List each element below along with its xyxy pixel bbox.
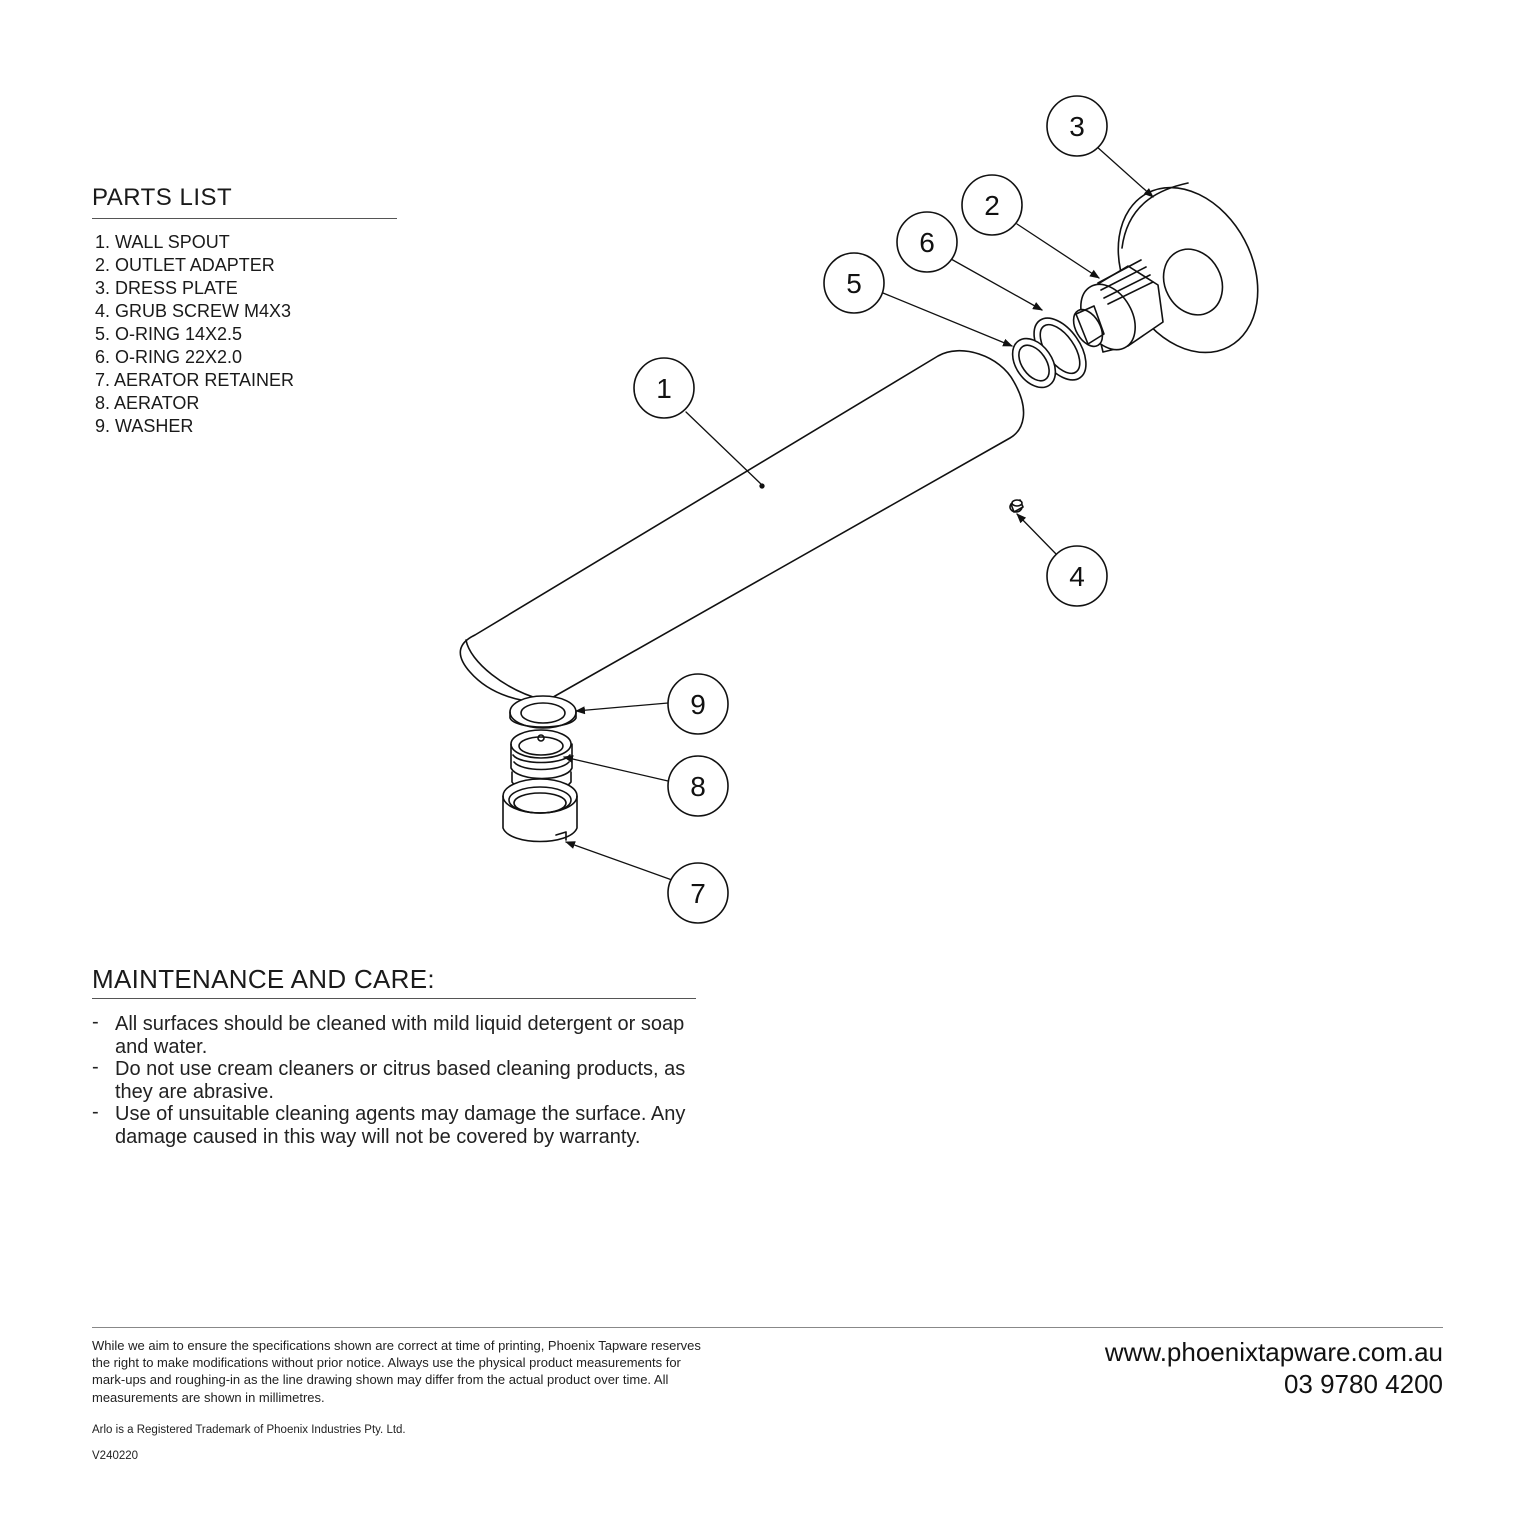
maintenance-divider — [92, 998, 696, 999]
maintenance-item-text: Use of unsuitable cleaning agents may da… — [115, 1103, 686, 1148]
maintenance-item-text: Do not use cream cleaners or citrus base… — [115, 1058, 686, 1103]
website-link[interactable]: www.phoenixtapware.com.au — [1104, 1337, 1443, 1367]
parts-list-item: 1. WALL SPOUT — [95, 232, 230, 252]
callout-number: 6 — [919, 227, 935, 258]
callout-balloon-7: 7 — [667, 862, 729, 924]
parts-list-divider — [92, 218, 397, 219]
maintenance-title: MAINTENANCE AND CARE: — [92, 964, 435, 994]
washer-part — [509, 695, 577, 729]
callout-balloon-9: 9 — [667, 673, 729, 735]
callout-balloon-5: 5 — [823, 252, 885, 314]
parts-list-item: 6. O-RING 22X2.0 — [95, 347, 243, 367]
trademark-notice: Arlo is a Registered Trademark of Phoeni… — [92, 1424, 406, 1436]
bullet-dash: - — [92, 1101, 99, 1123]
contact-block: www.phoenixtapware.com.au 03 9780 4200 — [1105, 1336, 1443, 1400]
callout-number: 3 — [1069, 111, 1085, 142]
parts-list-item: 5. O-RING 14X2.5 — [95, 324, 243, 344]
callout-number: 9 — [690, 689, 706, 720]
callout-number: 1 — [656, 373, 672, 404]
wall-spout-part — [459, 349, 1025, 703]
footer-divider — [92, 1327, 1443, 1328]
parts-list-item: 7. AERATOR RETAINER — [95, 370, 295, 390]
maintenance-item: - All surfaces should be cleaned with mi… — [92, 1011, 702, 1058]
callout-balloon-8: 8 — [667, 755, 729, 817]
callout-balloon-4: 4 — [1046, 545, 1108, 607]
maintenance-item-text: All surfaces should be cleaned with mild… — [115, 1013, 685, 1058]
parts-list-item: 3. DRESS PLATE — [95, 278, 238, 298]
maintenance-item: - Use of unsuitable cleaning agents may … — [92, 1101, 702, 1148]
callout-balloon-2: 2 — [961, 174, 1023, 236]
disclaimer-text: While we aim to ensure the specification… — [92, 1338, 701, 1405]
callout-balloon-1: 1 — [633, 357, 695, 419]
callout-balloon-6: 6 — [896, 211, 958, 273]
callout-leaders — [563, 145, 1154, 881]
grub-screw-part — [1009, 499, 1024, 513]
phone-number[interactable]: 03 9780 4200 — [1283, 1369, 1443, 1399]
callout-number: 4 — [1069, 561, 1085, 592]
parts-list-item: 4. GRUB SCREW M4X3 — [95, 301, 292, 321]
parts-list-item: 2. OUTLET ADAPTER — [95, 255, 275, 275]
maintenance-list: - All surfaces should be cleaned with mi… — [92, 1011, 702, 1148]
callout-number: 2 — [984, 190, 1000, 221]
callout-number: 7 — [690, 878, 706, 909]
callout-number: 8 — [690, 771, 706, 802]
parts-list-item: 8. AERATOR — [95, 393, 200, 413]
bullet-dash: - — [92, 1056, 99, 1078]
o-ring-14x2-5-part — [1011, 337, 1057, 389]
aerator-retainer-part — [502, 778, 578, 843]
outlet-adapter-part — [1072, 259, 1164, 353]
version-code: V240220 — [92, 1450, 139, 1462]
parts-list-title: PARTS LIST — [92, 184, 233, 211]
maintenance-item: - Do not use cream cleaners or citrus ba… — [92, 1056, 702, 1103]
callout-number: 5 — [846, 268, 862, 299]
parts-list: 1. WALL SPOUT 2. OUTLET ADAPTER 3. DRESS… — [95, 231, 294, 438]
callout-balloon-3: 3 — [1046, 95, 1108, 157]
bullet-dash: - — [92, 1011, 99, 1033]
parts-list-item: 9. WASHER — [95, 416, 194, 436]
